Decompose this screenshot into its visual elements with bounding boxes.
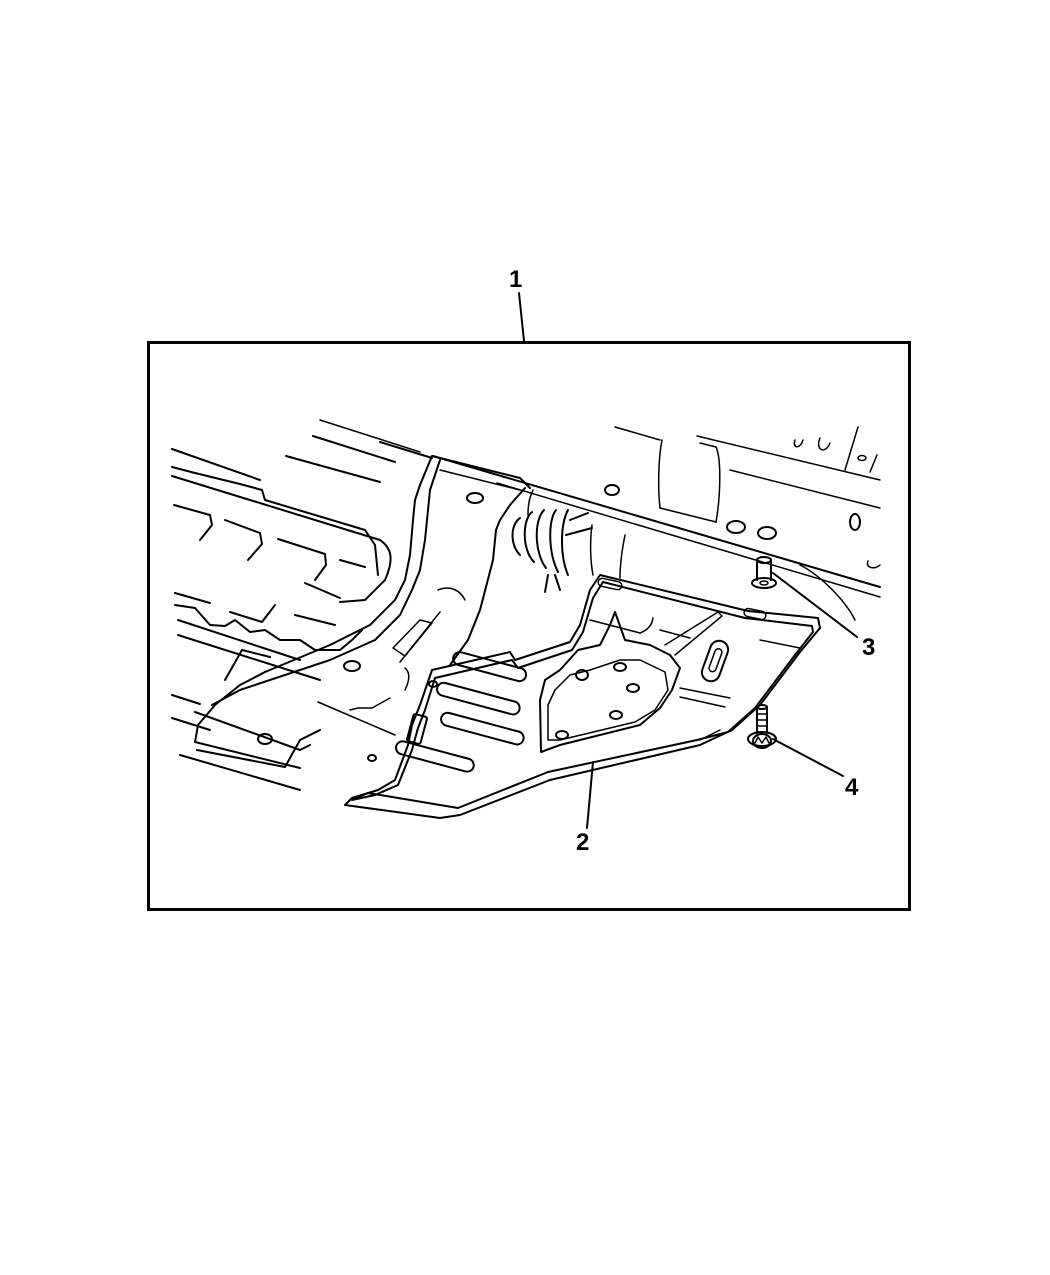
skid-plate	[344, 574, 821, 819]
callout-4: 4	[845, 774, 859, 801]
assembly-frame	[147, 341, 911, 911]
nut-insert	[751, 556, 777, 589]
flange-bolt	[747, 704, 777, 749]
callout-2: 2	[576, 829, 590, 856]
leader-line-1	[518, 292, 525, 342]
leader-line-4	[772, 738, 844, 777]
leader-line-2	[586, 761, 594, 829]
leader-line-3	[772, 572, 858, 638]
chassis-frame-rails	[171, 435, 433, 791]
driveshaft-boot	[511, 509, 593, 593]
callout-3: 3	[862, 634, 876, 661]
callout-1: 1	[509, 266, 523, 293]
side-frame-rail	[319, 419, 881, 621]
cross-member	[194, 455, 531, 769]
